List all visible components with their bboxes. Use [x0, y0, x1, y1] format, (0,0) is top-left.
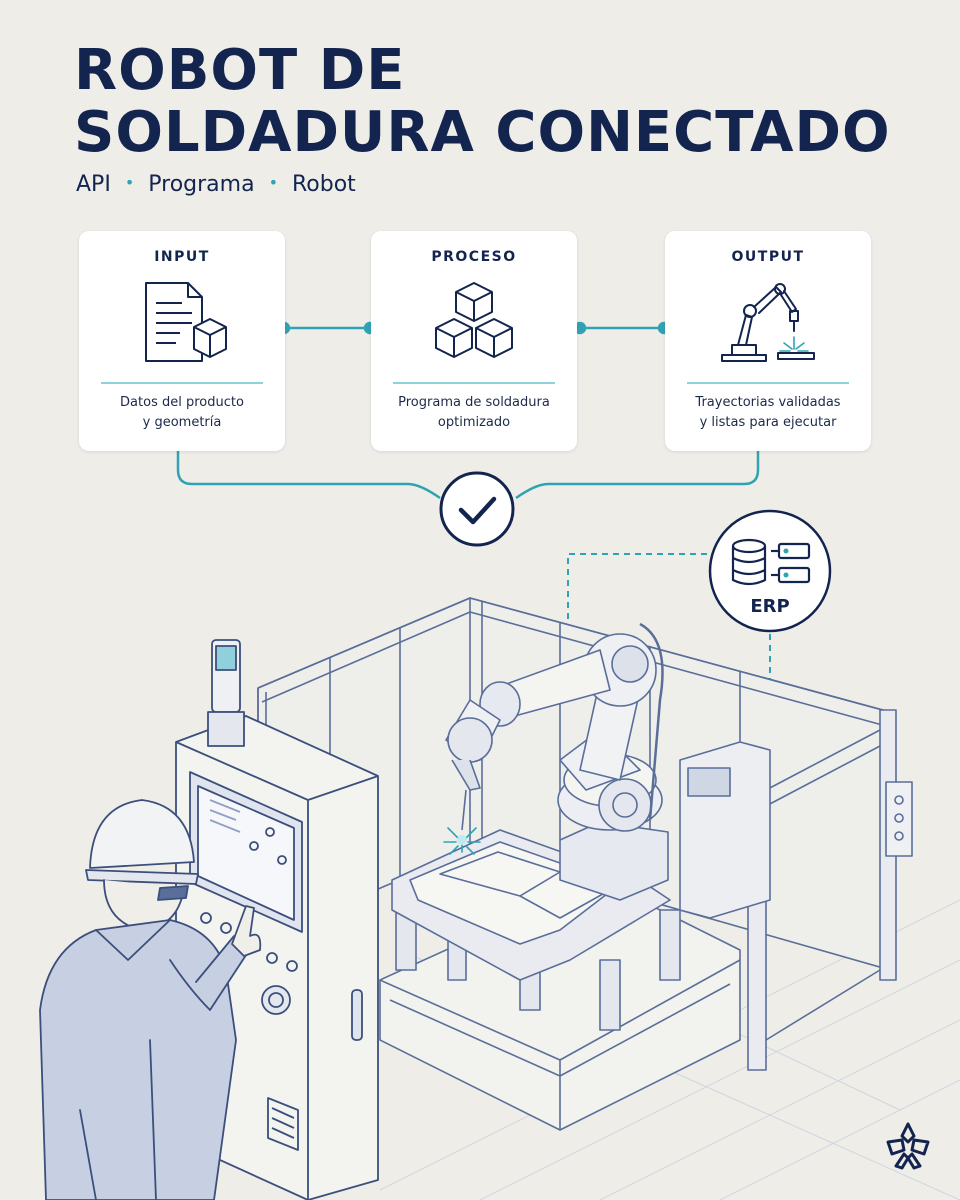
card-description-input: Datos del producto y geometría: [85, 393, 279, 433]
card-title-output: OUTPUT: [731, 249, 805, 265]
subtitle-programa: Programa: [148, 172, 255, 197]
card-input: INPUT Datos del producto y geometría: [79, 231, 285, 451]
desc-line: y listas para ejecutar: [699, 415, 837, 430]
desc-line: Programa de soldadura: [398, 395, 550, 410]
robot-arm-welding-icon: [721, 283, 815, 362]
card-divider: [101, 382, 263, 384]
subtitle-separator: •: [268, 173, 278, 192]
card-title-input: INPUT: [154, 249, 210, 265]
card-description-proceso: Programa de soldadura optimizado: [377, 393, 571, 433]
card-title-proceso: PROCESO: [431, 249, 517, 265]
erp-label: ERP: [750, 596, 790, 617]
card-divider: [687, 382, 849, 384]
desc-line: Trayectorias validadas: [695, 395, 841, 410]
title-line-1: ROBOT DE: [74, 38, 406, 103]
document-cube-icon: [145, 282, 227, 362]
title-line-2: SOLDADURA CONECTADO: [74, 100, 891, 165]
page-title: ROBOT DE SOLDADURA CONECTADO: [74, 40, 891, 164]
card-description-output: Trayectorias validadas y listas para eje…: [671, 393, 865, 433]
subtitle-api: API: [76, 172, 111, 197]
card-output: OUTPUT Trayectorias validadas y listas p…: [665, 231, 871, 451]
card-divider: [393, 382, 555, 384]
subtitle: API • Programa • Robot: [76, 172, 356, 197]
checkmark-icon: [439, 471, 515, 547]
desc-line: optimizado: [437, 415, 511, 430]
subtitle-robot: Robot: [292, 172, 356, 197]
subtitle-separator: •: [124, 173, 135, 192]
desc-line: y geometría: [142, 415, 222, 430]
stacked-cubes-icon: [435, 282, 513, 358]
database-server-icon: [708, 509, 832, 633]
card-proceso: PROCESO Programa de soldadura optimizado: [371, 231, 577, 451]
brand-logo-icon: [886, 1122, 930, 1170]
desc-line: Datos del producto: [120, 395, 244, 410]
